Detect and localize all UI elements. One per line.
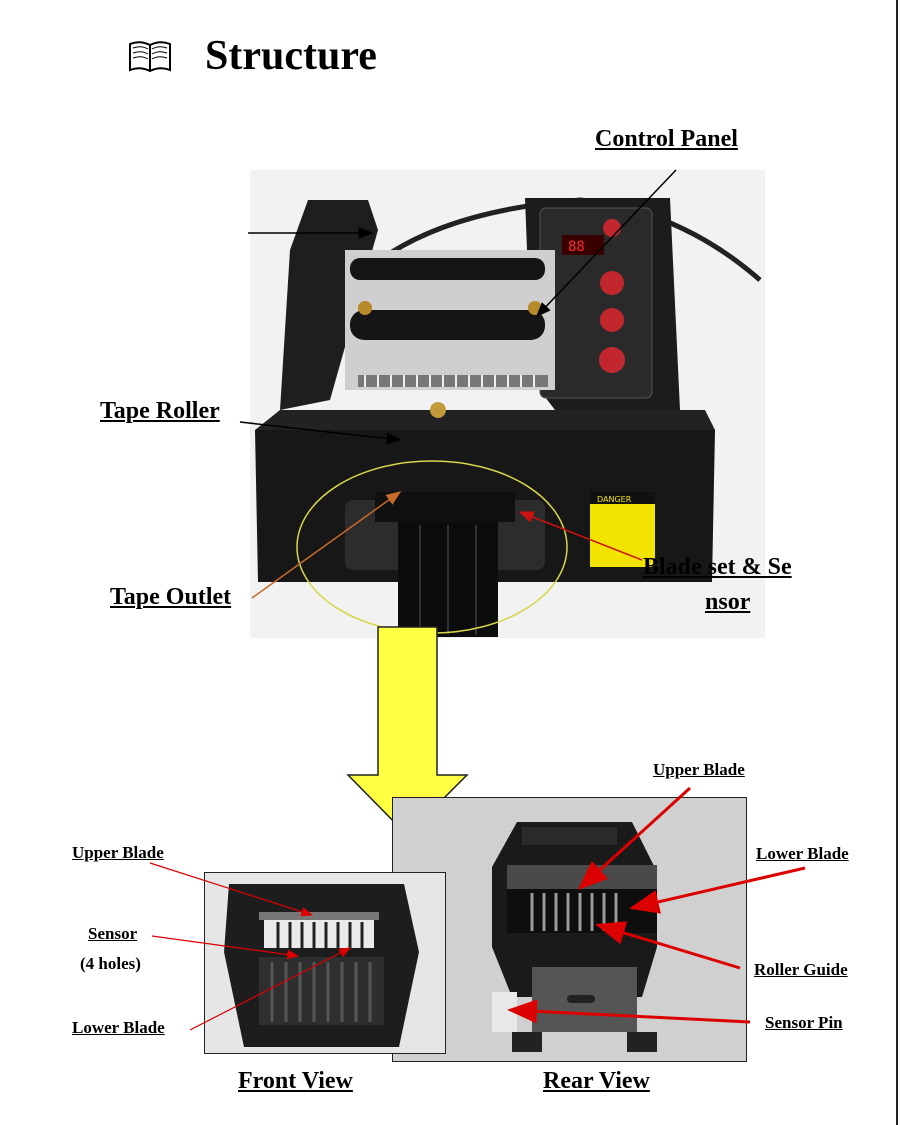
front-sensor-leader	[151, 935, 300, 960]
front-lower-blade-leader	[189, 947, 352, 1031]
rear-lower-blade-label: Lower Blade	[756, 844, 849, 863]
rear-roller-guide-label: Roller Guide	[754, 960, 848, 979]
front-upper-blade-leader	[149, 862, 314, 917]
blade-sensor-leader	[518, 511, 643, 561]
tape-outlet-label: Tape Outlet	[110, 584, 232, 610]
page-right-border	[896, 0, 898, 1125]
control-panel-label: Control Panel	[595, 126, 738, 152]
tape-roller-label: Tape Roller	[100, 398, 220, 424]
rear-view-caption: Rear View	[543, 1068, 650, 1094]
rear-sensor-pin-label: Sensor Pin	[765, 1013, 843, 1032]
main-callout-lines	[239, 169, 677, 599]
front-view-photo	[204, 872, 446, 1054]
tape-roller-leader	[239, 421, 402, 445]
tape-dispenser-photo: 88 DANGER	[250, 170, 765, 638]
rear-lower-blade-leader	[629, 866, 806, 914]
rear-upper-blade-leader	[577, 786, 692, 891]
front-upper-blade-label: Upper Blade	[72, 843, 164, 862]
svg-text:88: 88	[568, 239, 585, 255]
danger-label: DANGER	[597, 495, 632, 504]
rear-sensor-pin-leader	[507, 999, 751, 1024]
control-panel-leader	[535, 169, 677, 318]
book-icon	[129, 41, 171, 73]
blade-sensor-label-line2: nsor	[705, 589, 751, 615]
tape-outlet-leader	[251, 491, 402, 599]
detail-callout-lines	[149, 786, 806, 1031]
rear-roller-guide-leader	[595, 921, 741, 970]
rear-upper-blade-label: Upper Blade	[653, 760, 745, 779]
front-lower-blade-label: Lower Blade	[72, 1018, 165, 1037]
front-sensor-note: (4 holes)	[80, 954, 141, 973]
front-view-caption: Front View	[238, 1068, 353, 1094]
blade-sensor-label-line1: Blade set & Se	[643, 554, 792, 580]
front-sensor-label: Sensor	[88, 924, 138, 943]
rear-view-photo	[392, 797, 747, 1062]
page-title: Structure	[205, 33, 377, 79]
